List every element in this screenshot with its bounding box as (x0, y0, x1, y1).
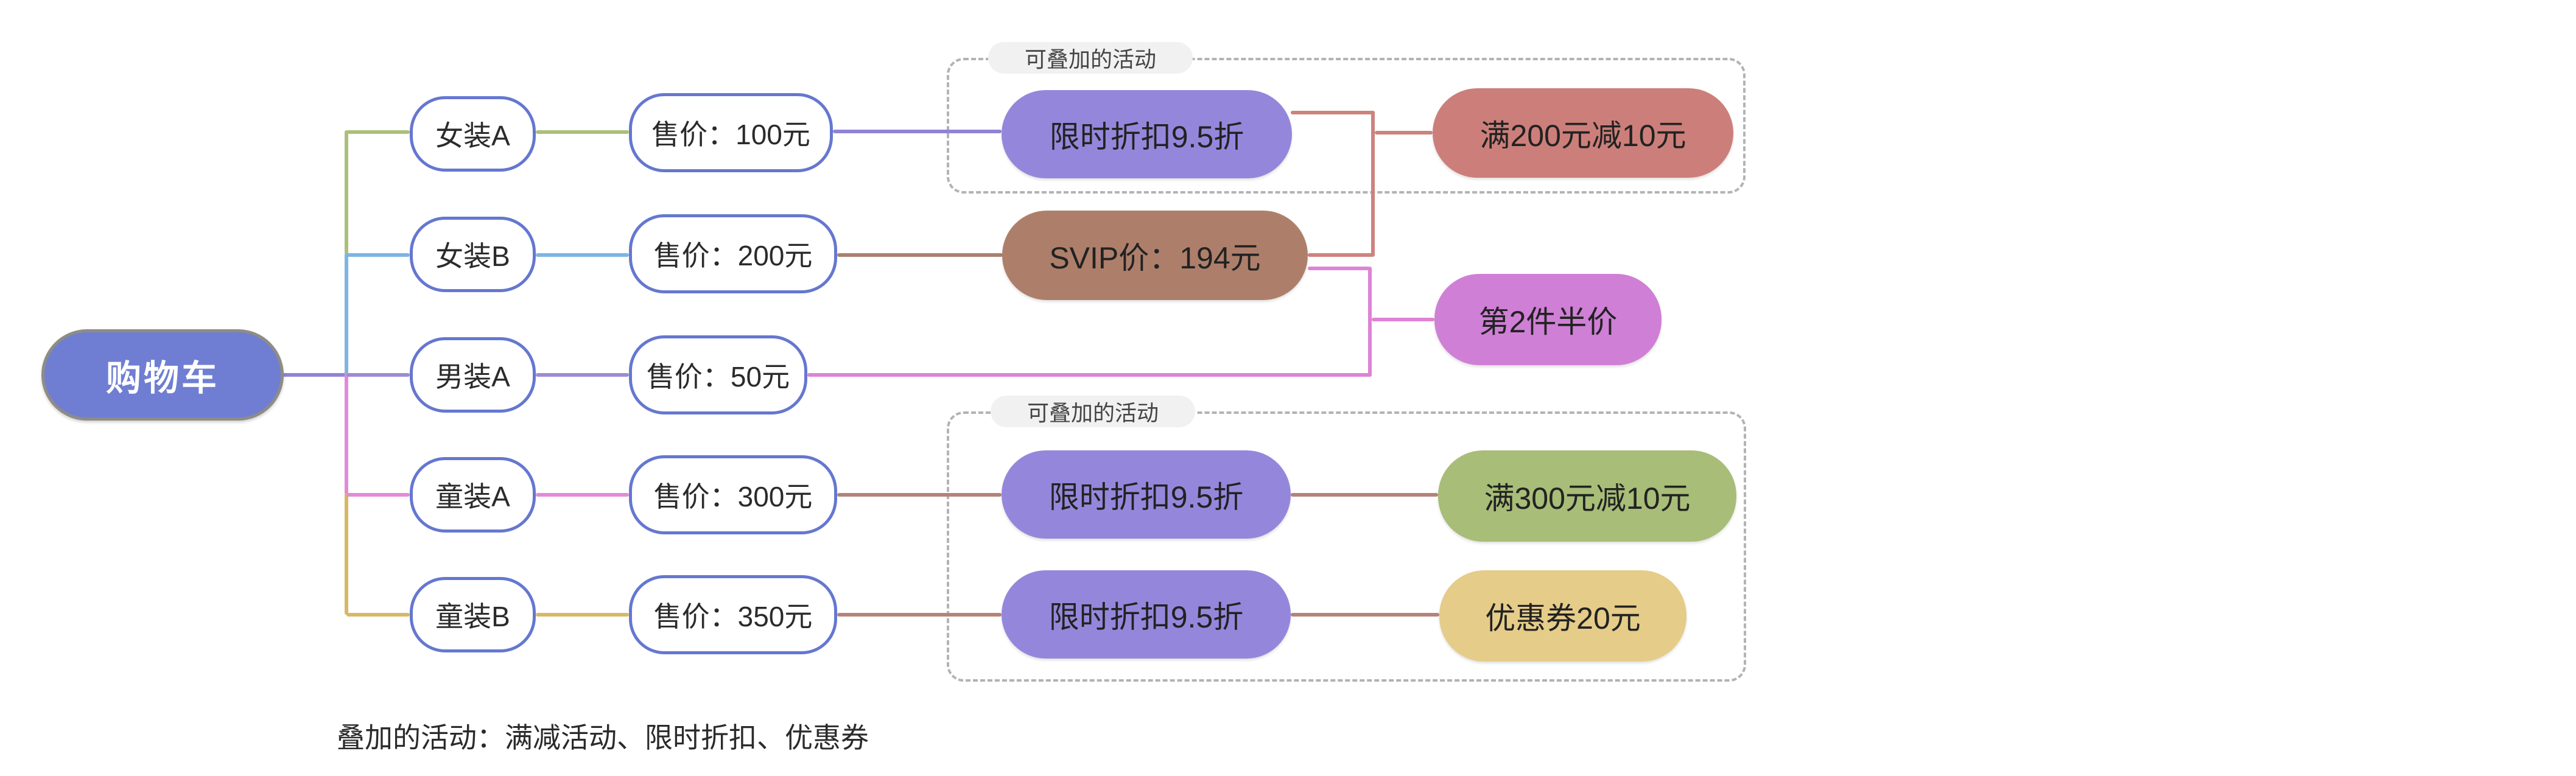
connector-activity4-promo (1291, 493, 1438, 497)
connector-price5-activity (837, 613, 1002, 617)
connector-row2-b (536, 253, 629, 257)
connector-row4-a (346, 493, 410, 497)
stackable-group-box-1 (947, 58, 1746, 194)
connector-salmon-to-promo (1375, 131, 1433, 135)
activity-node-1[interactable]: 限时折扣9.5折 (1002, 90, 1292, 178)
item-node-4[interactable]: 童装A (410, 457, 536, 533)
activity-node-3[interactable]: 限时折扣9.5折 (1002, 570, 1291, 659)
connector-salmon-vertical (1371, 111, 1375, 257)
activity-node-2[interactable]: 限时折扣9.5折 (1002, 450, 1291, 539)
promo-node-coupon[interactable]: 优惠券20元 (1439, 570, 1686, 662)
connector-salmon-exit (1291, 111, 1375, 114)
connector-price3-long-pink (807, 373, 1372, 377)
connector-price1-activity (833, 130, 1002, 133)
connector-row1-a (346, 130, 410, 134)
item-node-3[interactable]: 男装A (410, 337, 536, 413)
connector-row3-a (346, 373, 410, 377)
footnote: 叠加的活动：满减活动、限时折扣、优惠券 (337, 722, 869, 753)
connector-row1-b (536, 130, 629, 134)
item-node-1[interactable]: 女装A (410, 96, 536, 172)
group-label-1: 可叠加的活动 (988, 42, 1193, 74)
promo-node-halfprice[interactable]: 第2件半价 (1434, 274, 1662, 365)
connector-row5-b (536, 613, 629, 617)
price-node-4[interactable]: 售价：300元 (629, 455, 837, 534)
connector-spine-blue (345, 253, 348, 375)
item-node-2[interactable]: 女装B (410, 217, 536, 292)
root-node[interactable]: 购物车 (41, 329, 284, 421)
promo-node-man200[interactable]: 满200元减10元 (1433, 88, 1733, 178)
connector-row4-b (536, 493, 629, 497)
connector-price2-svip (837, 253, 1003, 257)
group-label-2: 可叠加的活动 (991, 396, 1195, 427)
connector-pink-vertical (1368, 267, 1372, 377)
connector-spine-pink (345, 373, 348, 495)
connector-spine-olive (345, 130, 348, 255)
connector-row2-a (346, 253, 410, 257)
promo-node-man300[interactable]: 满300元减10元 (1438, 450, 1736, 542)
item-node-5[interactable]: 童装B (410, 577, 536, 652)
price-node-3[interactable]: 售价：50元 (629, 335, 807, 414)
stackable-group-box-2 (947, 411, 1746, 682)
activity-node-svip[interactable]: SVIP价：194元 (1002, 211, 1308, 300)
price-node-2[interactable]: 售价：200元 (629, 214, 837, 293)
price-node-5[interactable]: 售价：350元 (629, 575, 837, 654)
connector-spine-gold (345, 493, 348, 615)
connector-activity5-promo (1291, 613, 1439, 617)
price-node-1[interactable]: 售价：100元 (629, 93, 833, 172)
connector-pink-from-svip (1308, 267, 1370, 270)
connector-root (281, 373, 346, 377)
connector-price4-activity (837, 493, 1002, 497)
connector-row3-b (536, 373, 629, 377)
connector-pink-to-halfprice (1372, 318, 1434, 321)
connector-row5-a (346, 613, 410, 617)
connector-salmon-from-svip (1308, 253, 1373, 257)
